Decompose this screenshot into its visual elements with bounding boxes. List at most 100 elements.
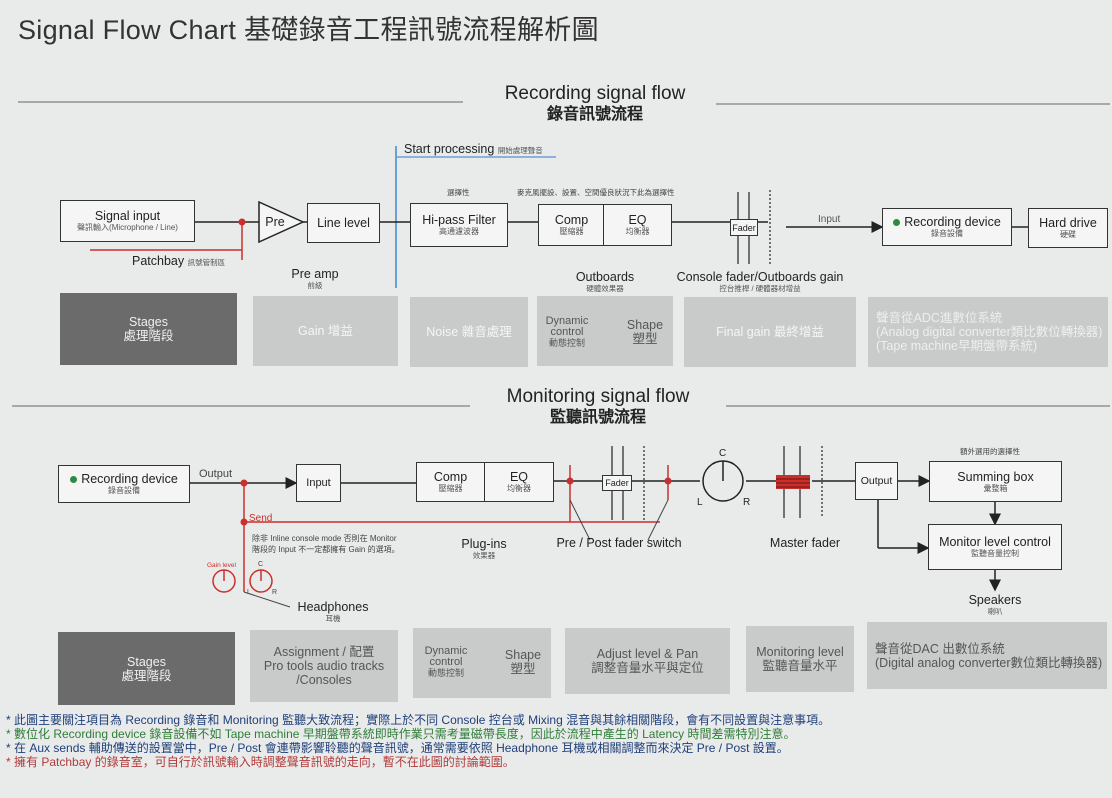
recording-device-box: Recording device 錄音設備: [882, 208, 1012, 246]
gain-level-label: Gain level: [207, 562, 236, 569]
stage-assignment-line2: Pro tools audio tracks: [263, 659, 385, 673]
send-note-line2: 階段的 Input 不一定都擁有 Gain 的選項。: [252, 545, 400, 554]
send-note-line1: 除非 Inline console mode 否則在 Monitor: [252, 534, 397, 543]
mon-comp-zh: 壓縮器: [438, 484, 463, 493]
headphones-zh: 耳機: [325, 614, 341, 623]
headphones-label: Headphones 耳機: [290, 601, 376, 624]
monitoring-stage-adjust: Adjust level & Pan 調整音量水平與定位: [565, 628, 730, 694]
stage-adc-line3: (Tape machine早期盤帶系統): [876, 339, 1038, 353]
monitor-level-label: Monitor level control: [939, 535, 1051, 549]
recording-stage-final-gain: Final gain 最終增益: [684, 297, 856, 367]
mon-stage-shape-zh: 塑型: [510, 662, 536, 676]
recording-title-en: Recording signal flow: [504, 83, 686, 104]
hard-drive-box: Hard drive 硬碟: [1028, 208, 1108, 248]
monitoring-stage-level: Monitoring level 監聽音量水平: [746, 626, 854, 692]
small-pan-r: R: [272, 589, 278, 596]
mon-comp-label: Comp: [433, 470, 468, 484]
hipass-zh: 高通濾波器: [439, 227, 479, 236]
mon-recording-device-box: Recording device 錄音設備: [58, 465, 190, 503]
line-level-label: Line level: [317, 216, 370, 230]
plugins-text: Plug-ins: [461, 537, 507, 551]
patchbay-label: Patchbay 訊號管制區: [132, 255, 225, 269]
hard-drive-label: Hard drive: [1039, 216, 1097, 230]
mon-input-box: Input: [296, 464, 341, 502]
plugins-zh: 效果器: [472, 551, 496, 560]
small-pan-c: C: [258, 561, 264, 568]
footnotes: * 此圖主要關注項目為 Recording 錄音和 Monitoring 監聽大…: [6, 713, 830, 769]
summing-box: Summing box 彙整箱: [929, 461, 1062, 502]
mon-recording-device-label: Recording device: [81, 472, 178, 486]
stage-dynamic-label: Dynamic control: [545, 315, 589, 338]
stage-dac-line1: 聲音從DAC 出數位系統: [875, 641, 1005, 656]
summing-box-zh: 彙整箱: [983, 483, 1008, 493]
mon-output-box: Output: [855, 462, 898, 500]
master-fader-label: Master fader: [769, 536, 841, 550]
status-dot-icon: [70, 476, 78, 484]
hipass-note: 選擇性: [447, 188, 470, 197]
send-note: 除非 Inline console mode 否則在 Monitor 階段的 I…: [252, 533, 400, 555]
monitor-level-box: Monitor level control 監聽音量控制: [928, 524, 1062, 570]
input-arrow-label: Input: [818, 214, 841, 225]
signal-input-box: Signal input 聲訊輸入(Microphone / Line): [60, 200, 195, 242]
mon-comp-box: Comp 壓縮器: [416, 462, 485, 502]
stage-shape-zh: 塑型: [632, 332, 658, 346]
send-label: Send: [249, 513, 273, 524]
headphones-text: Headphones: [297, 600, 369, 614]
recording-stage-adc: 聲音從ADC進數位系統 (Analog digital converter類比數…: [868, 297, 1108, 367]
footnote-3: * 在 Aux sends 輔助傳送的設置當中，Pre / Post 會連帶影響…: [6, 741, 789, 755]
footnote-2: * 數位化 Recording device 錄音設備不如 Tape machi…: [6, 727, 796, 741]
extra-note: 額外選用的選擇性: [960, 447, 1020, 456]
speakers-label: Speakers 喇叭: [960, 594, 1030, 617]
stage-dynamic-zh: 動態控制: [548, 338, 585, 348]
monitoring-stage-assignment: Assignment / 配置 Pro tools audio tracks /…: [250, 630, 398, 702]
stage-noise-label: Noise 雜音處理: [426, 325, 512, 339]
output-label: Output: [199, 468, 233, 480]
recording-title: Recording signal flow 錄音訊號流程: [470, 83, 720, 125]
stage-adjust-zh: 調整音量水平與定位: [591, 661, 704, 675]
mon-input-label: Input: [306, 477, 331, 489]
mon-stage-stages-label: Stages: [127, 654, 166, 669]
speakers-zh: 喇叭: [987, 607, 1003, 616]
status-dot-icon: [893, 219, 901, 227]
recording-title-zh: 錄音訊號流程: [546, 106, 643, 123]
footnote-4: * 擁有 Patchbay 的錄音室，可自行於訊號輸入時調整聲音訊號的走向，暫不…: [6, 755, 515, 769]
pan-c-label: C: [719, 448, 727, 459]
monitoring-title-zh: 監聽訊號流程: [549, 409, 646, 426]
console-fader-label: Console fader/Outboards gain 控台推桿 / 硬體器材…: [668, 271, 852, 294]
pre-amp-zh: 前級: [307, 281, 323, 290]
mon-eq-box: EQ 均衡器: [484, 462, 554, 502]
monitoring-stage-dynamic-shape: Dynamic control 動態控制 Shape 塑型: [413, 628, 551, 698]
recording-stage-noise: Noise 雜音處理: [410, 297, 528, 367]
pre-amp-label: Pre amp 前級: [280, 268, 350, 291]
plugins-label: Plug-ins 效果器: [452, 538, 516, 561]
prepost-label: Pre / Post fader switch: [556, 536, 682, 550]
small-pan-l: L: [247, 589, 251, 596]
monitoring-title: Monitoring signal flow 監聽訊號流程: [470, 386, 726, 428]
speakers-text: Speakers: [968, 593, 1022, 607]
stage-assignment-line1: Assignment / 配置: [273, 645, 375, 659]
monitoring-stage-dac: 聲音從DAC 出數位系統 (Digital analog converter數位…: [867, 622, 1107, 689]
stage-dac-line2: (Digital analog converter數位類比轉換器): [875, 655, 1103, 670]
stage-adc-line2: (Analog digital converter類比數位轉換器): [876, 325, 1103, 339]
footnote-1: * 此圖主要關注項目為 Recording 錄音和 Monitoring 監聽大…: [6, 713, 831, 727]
outboard-note: 麥克風擺設、設置、空間優良狀況下此為選擇性: [517, 188, 675, 197]
hard-drive-zh: 硬碟: [1060, 230, 1076, 239]
console-fader-zh: 控台推桿 / 硬體器材增益: [719, 284, 801, 293]
mon-stage-dynamic-label: Dynamic control: [424, 645, 468, 668]
monitor-level-zh: 監聽音量控制: [971, 549, 1019, 558]
hipass-label: Hi-pass Filter: [422, 213, 496, 227]
mon-recording-device-zh: 錄音設備: [108, 486, 140, 495]
recording-stage-stages: Stages 處理階段: [60, 293, 237, 365]
stage-assignment-line3: /Consoles: [296, 673, 352, 687]
recording-stage-gain: Gain 增益: [253, 296, 398, 366]
patchbay-text: Patchbay: [132, 254, 185, 268]
comp-zh: 壓縮器: [559, 227, 584, 236]
eq-zh: 均衡器: [625, 227, 650, 236]
outboards-text: Outboards: [575, 270, 635, 284]
signal-input-zh: 聲訊輸入(Microphone / Line): [77, 223, 178, 232]
stage-stages-label: Stages: [129, 315, 168, 329]
stage-gain-label: Gain 增益: [298, 324, 353, 338]
pan-l-label: L: [697, 497, 703, 508]
outboards-label: Outboards 硬體效果器: [560, 271, 650, 294]
